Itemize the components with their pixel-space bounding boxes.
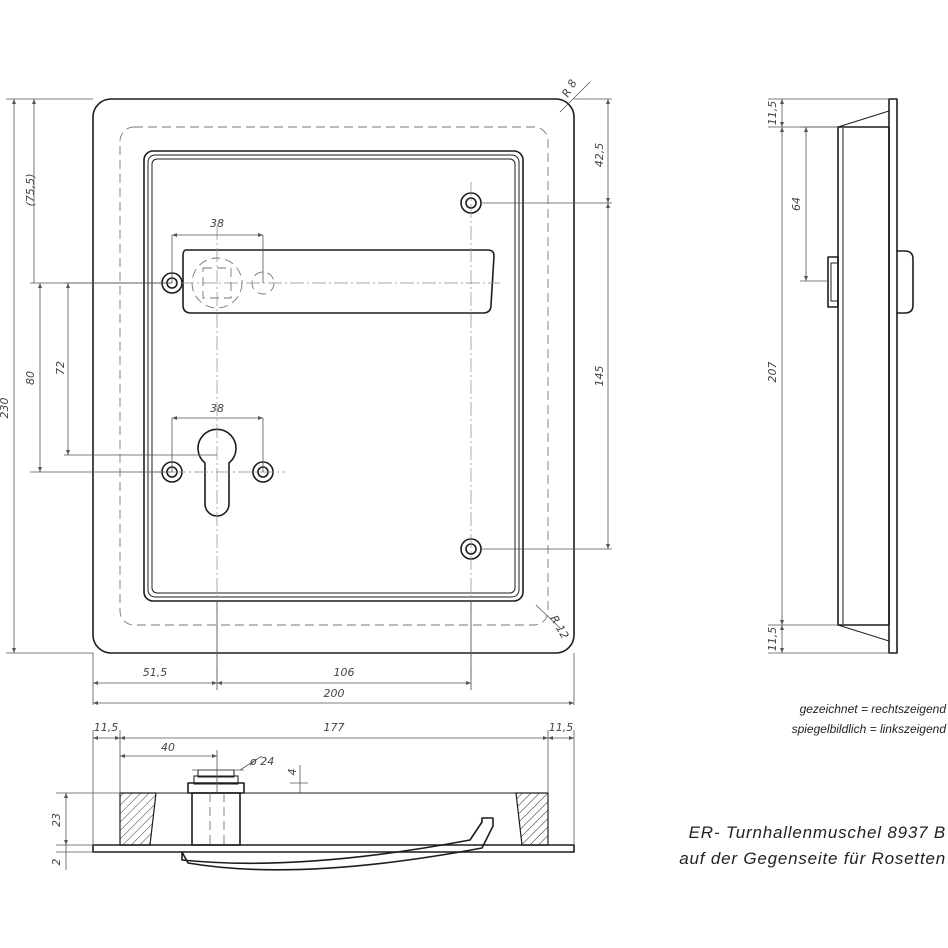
dim-handle-spacing: 38 (210, 217, 224, 230)
dim-rose-distance: 80 (24, 371, 37, 385)
section-hatch-left (119, 792, 157, 846)
dim-section-right-edge: 11,5 (549, 721, 574, 734)
dim-radius-outer: R 8 (559, 77, 579, 99)
plate-edge-side (888, 98, 898, 654)
dim-left-to-axis: 51,5 (143, 666, 168, 679)
dim-section-plate: 2 (50, 859, 63, 866)
cylinder-cutout (197, 428, 237, 517)
notes: gezeichnet = rechtszeigend spiegelbildli… (792, 702, 947, 736)
dim-side-spindle: 64 (790, 197, 803, 211)
dim-section-collar: 4 (286, 769, 299, 776)
dim-total-width: 200 (324, 687, 345, 700)
handle-section-profile (181, 817, 494, 871)
side-view (827, 98, 914, 654)
pan-mid-edge (147, 154, 520, 598)
dim-total-height: 230 (0, 398, 11, 419)
dim-side-inner: 207 (766, 362, 779, 383)
dim-section-left-edge: 11,5 (94, 721, 119, 734)
dim-offset-top: (75,5) (24, 173, 37, 206)
dim-side-top: 11,5 (766, 101, 779, 126)
dim-section-bore: ø 24 (249, 755, 274, 768)
dimension-labels: R 8 R 12 230 (75,5) 80 72 38 38 42,5 145… (0, 77, 803, 865)
dim-section-inner-width: 177 (324, 721, 345, 734)
section-hatch-right (515, 792, 549, 846)
pull-handle (182, 249, 495, 314)
dim-section-axis: 40 (161, 741, 175, 754)
cylinder-body (191, 792, 241, 846)
title-block: ER- Turnhallenmuschel 8937 B auf der Geg… (679, 823, 946, 868)
handle-side-profile (896, 250, 914, 314)
front-view (92, 98, 575, 690)
dim-radius-inner: R 12 (547, 613, 571, 641)
note-drawn: gezeichnet = rechtszeigend (800, 702, 947, 716)
dim-cylinder-spacing: 38 (210, 402, 224, 415)
note-mirrored: spiegelbildlich = linkszeigend (792, 722, 947, 736)
dim-screw-top: 42,5 (593, 143, 606, 168)
pan-inner-edge (151, 158, 516, 594)
title-line-1: ER- Turnhallenmuschel 8937 B (689, 823, 946, 842)
dim-section-depth: 23 (50, 813, 63, 827)
pan-outer-edge (143, 150, 524, 602)
section-view (92, 769, 575, 871)
pan-body-side (837, 126, 890, 626)
title-line-2: auf der Gegenseite für Rosetten (679, 849, 946, 868)
dim-axis-to-screws: 106 (334, 666, 355, 679)
dim-side-bottom: 11,5 (766, 627, 779, 652)
dim-handle-to-cylinder: 72 (54, 361, 67, 375)
outer-plate (92, 98, 575, 654)
dimension-lines (6, 81, 889, 870)
spindle-boss-side (827, 256, 839, 308)
recess-outline-dashed (119, 126, 549, 626)
section-base-plate (92, 844, 575, 853)
dim-screw-spacing: 145 (593, 366, 606, 387)
